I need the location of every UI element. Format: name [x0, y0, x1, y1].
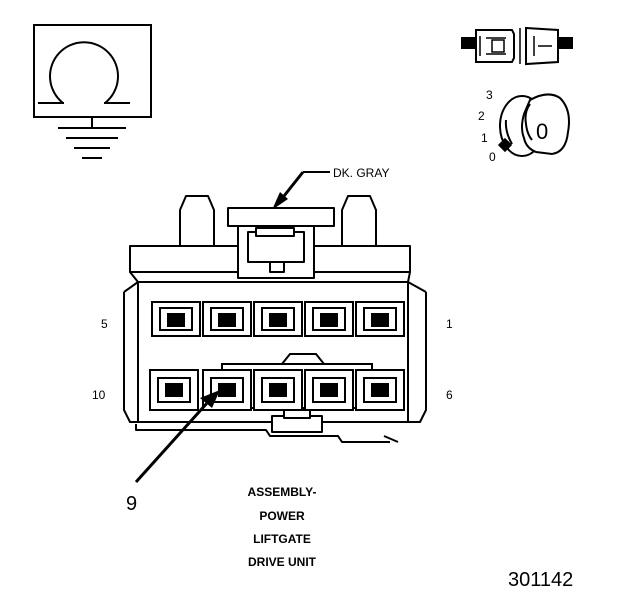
- cavity-9: [202, 369, 252, 411]
- wire-color-callout: DK. GRAY: [272, 166, 389, 210]
- cavity-10: [149, 369, 199, 411]
- title-line-4: DRIVE UNIT: [248, 555, 317, 569]
- cavity-6: [355, 369, 405, 411]
- pin-label-5: 5: [101, 317, 108, 331]
- cavity-4: [202, 301, 252, 337]
- bottom-row-cavities: [149, 353, 405, 411]
- pin-label-10: 10: [92, 388, 106, 402]
- key-position-2: 2: [478, 109, 485, 123]
- cavity-2: [304, 301, 354, 337]
- pin-label-1: 1: [446, 317, 453, 331]
- key-position-0: 0: [489, 150, 496, 164]
- disconnected-connector-icon: [461, 26, 573, 66]
- ignition-key-icon: 3 2 1 0 0: [478, 88, 570, 164]
- figure-number: 301142: [508, 569, 573, 591]
- cavity-7: [304, 369, 354, 411]
- cavity-1: [355, 301, 405, 337]
- component-title: ASSEMBLY- POWER LIFTGATE DRIVE UNIT: [248, 485, 317, 569]
- callout-pin-number: 9: [126, 493, 137, 515]
- key-position-3: 3: [486, 88, 493, 102]
- ohmmeter-ground-icon: [33, 24, 152, 159]
- cavity-5: [151, 301, 201, 337]
- top-row-cavities: [151, 301, 405, 337]
- key-label: 0: [536, 119, 548, 144]
- key-position-1: 1: [481, 131, 488, 145]
- cavity-3: [253, 301, 303, 337]
- title-line-3: LIFTGATE: [253, 532, 311, 546]
- wire-color-label: DK. GRAY: [333, 166, 389, 180]
- cavity-8: [253, 369, 303, 411]
- pin-9-callout: 9: [126, 390, 220, 515]
- pin-label-6: 6: [446, 388, 453, 402]
- title-line-1: ASSEMBLY-: [248, 485, 317, 499]
- title-line-2: POWER: [259, 509, 305, 523]
